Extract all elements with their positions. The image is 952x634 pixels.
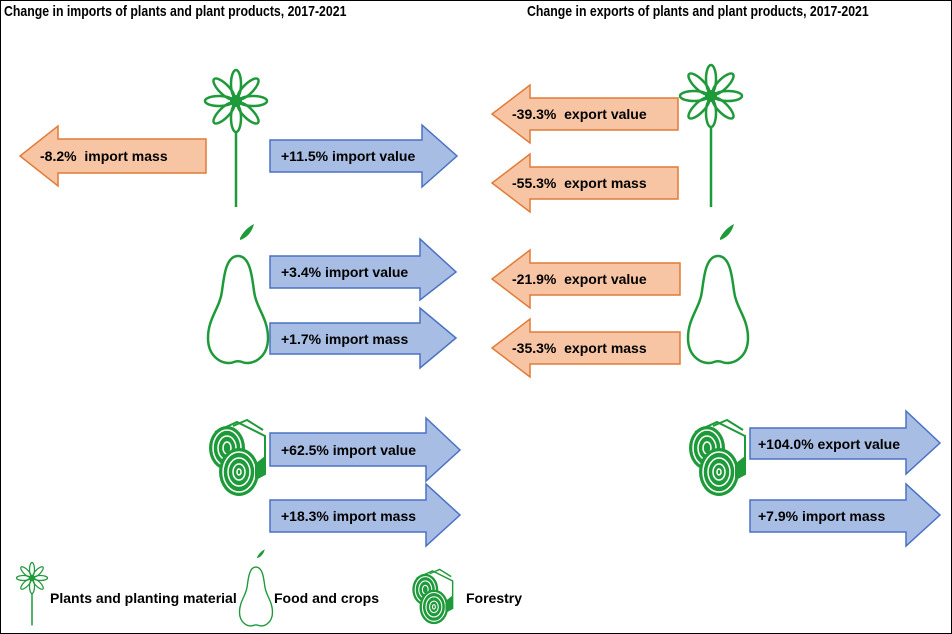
exports-food-icon	[686, 222, 750, 365]
arrow-imports-food-value-label: +3.4% import value	[281, 264, 408, 280]
arrow-exports-plants-value: -39.3% export value	[490, 83, 679, 145]
arrow-exports-forestry-mass-label: +7.9% import mass	[758, 508, 885, 524]
arrow-exports-plants-mass: -55.3% export mass	[490, 152, 679, 214]
arrow-exports-forestry-value-label: +104.0% export value	[758, 436, 900, 452]
arrow-imports-plants-value: +11.5% import value	[269, 123, 459, 189]
arrow-exports-plants-mass-label: -55.3% export mass	[512, 175, 647, 191]
arrow-imports-food-mass-label: +1.7% import mass	[281, 331, 408, 347]
arrow-imports-plants-mass: -8.2% import mass	[18, 124, 207, 188]
exports-title: Change in exports of plants and plant pr…	[527, 3, 869, 20]
arrow-exports-forestry-value: +104.0% export value	[749, 409, 942, 476]
legend-food-label: Food and crops	[274, 590, 379, 606]
arrow-exports-food-value: -21.9% export value	[490, 248, 681, 310]
arrow-exports-food-mass-label: -35.3% export mass	[512, 340, 647, 356]
legend-plants-label: Plants and planting material	[50, 590, 237, 606]
legend-flower-icon	[15, 561, 49, 626]
imports-title: Change in imports of plants and plant pr…	[4, 3, 347, 20]
legend-pear-icon	[238, 548, 274, 627]
imports-food-icon	[206, 222, 270, 365]
legend-logs-icon	[411, 568, 454, 625]
exports-plants-icon	[678, 63, 744, 207]
arrow-imports-forestry-mass-label: +18.3% import mass	[281, 508, 416, 524]
arrow-exports-food-value-label: -21.9% export value	[512, 271, 647, 287]
arrow-exports-plants-value-label: -39.3% export value	[512, 106, 647, 122]
arrow-imports-plants-value-label: +11.5% import value	[281, 148, 415, 164]
arrow-imports-forestry-mass: +18.3% import mass	[269, 482, 462, 548]
arrow-exports-food-mass: -35.3% export mass	[490, 317, 681, 379]
arrow-imports-food-mass: +1.7% import mass	[269, 306, 458, 370]
imports-forestry-icon	[208, 419, 266, 497]
imports-plants-icon	[203, 68, 269, 207]
arrow-imports-forestry-value-label: +62.5% import value	[281, 442, 416, 458]
legend: Plants and planting material Food and cr…	[15, 548, 522, 627]
arrow-imports-plants-mass-label: -8.2% import mass	[40, 148, 168, 164]
arrow-exports-forestry-mass: +7.9% import mass	[749, 482, 942, 548]
arrow-imports-food-value: +3.4% import value	[269, 237, 458, 302]
arrow-imports-forestry-value: +62.5% import value	[269, 416, 462, 483]
exports-forestry-icon	[688, 419, 746, 497]
legend-forestry-label: Forestry	[466, 590, 522, 606]
